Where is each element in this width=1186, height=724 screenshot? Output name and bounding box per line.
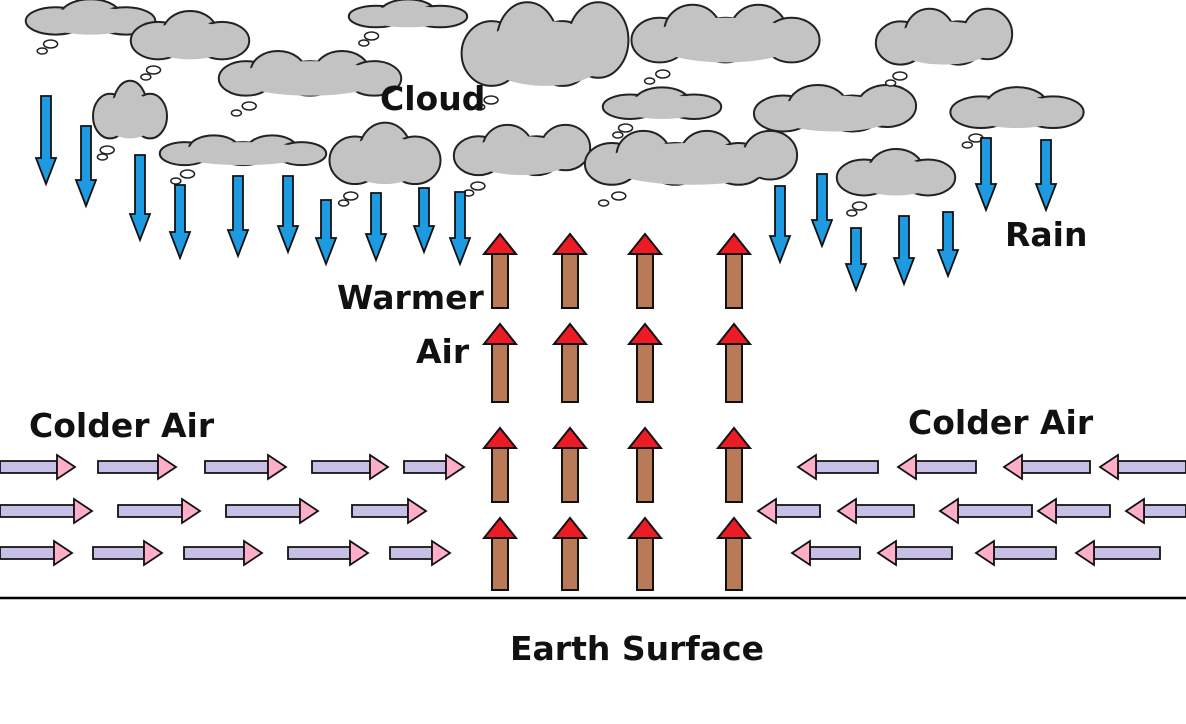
warm-air-arrow-up-icon: [626, 232, 664, 309]
cold-air-arrow-horizontal-icon: [896, 453, 977, 481]
earth-surface-label: Earth Surface: [510, 629, 764, 668]
cloud-icon: [460, 1, 630, 111]
warm-air-arrow-up-icon: [551, 516, 589, 591]
cloud-label: Cloud: [380, 79, 485, 118]
cold-air-arrow-horizontal-icon: [1036, 497, 1111, 525]
cloud-icon: [949, 86, 1085, 149]
warm-air-arrow-up-icon: [551, 426, 589, 503]
cold-air-arrow-horizontal-icon: [389, 539, 452, 567]
cold-air-arrow-horizontal-icon: [1124, 497, 1186, 525]
rain-arrow-down-icon: [226, 175, 250, 259]
cold-air-arrow-horizontal-icon: [0, 453, 77, 481]
rain-arrow-down-icon: [412, 187, 436, 255]
cold-air-arrow-horizontal-icon: [351, 497, 428, 525]
warm-air-arrow-up-icon: [626, 426, 664, 503]
rain-arrow-down-icon: [844, 227, 868, 293]
cold-air-arrow-horizontal-icon: [204, 453, 288, 481]
warm-air-arrow-up-icon: [715, 516, 753, 591]
cold-air-arrow-horizontal-icon: [0, 539, 74, 567]
warm-air-arrow-up-icon: [481, 426, 519, 503]
cold-air-arrow-horizontal-icon: [287, 539, 370, 567]
rain-arrow-down-icon: [448, 191, 472, 267]
rain-arrow-down-icon: [936, 211, 960, 279]
warm-air-arrow-up-icon: [715, 232, 753, 309]
cloud-icon: [217, 50, 403, 117]
warm-air-arrow-up-icon: [481, 516, 519, 591]
colder-air-label-left: Colder Air: [29, 406, 215, 445]
cold-air-arrow-horizontal-icon: [225, 497, 320, 525]
cold-air-arrow-horizontal-icon: [1074, 539, 1161, 567]
rain-arrow-down-icon: [276, 175, 300, 255]
warmer-air-label-line2: Air: [416, 332, 470, 371]
warm-air-arrow-up-icon: [715, 322, 753, 403]
cloud-icon: [835, 148, 957, 217]
cold-air-arrow-horizontal-icon: [183, 539, 264, 567]
rain-arrow-down-icon: [892, 215, 916, 287]
cold-air-arrow-horizontal-icon: [790, 539, 861, 567]
rain-arrow-down-icon: [974, 137, 998, 213]
cloud-icon: [129, 9, 251, 81]
cloud-icon: [752, 84, 918, 153]
cold-air-arrow-horizontal-icon: [1002, 453, 1091, 481]
rain-arrow-down-icon: [168, 184, 192, 261]
rain-arrow-down-icon: [314, 199, 338, 267]
cloud-icon: [874, 7, 1014, 87]
rain-arrow-down-icon: [768, 185, 792, 265]
rain-arrows-group: [34, 95, 1058, 293]
cloud-icon: [347, 0, 469, 47]
warm-air-arrow-up-icon: [626, 516, 664, 591]
cloud-icon: [583, 129, 799, 207]
cloud-icon: [601, 86, 723, 139]
cold-air-arrow-horizontal-icon: [97, 453, 178, 481]
cold-air-arrow-horizontal-icon: [117, 497, 202, 525]
warm-air-arrow-up-icon: [481, 232, 519, 309]
warm-air-arrows-group: [481, 232, 753, 591]
cold-air-arrow-horizontal-icon: [756, 497, 821, 525]
warmer-air-label-line1: Warmer: [337, 278, 485, 317]
rain-arrow-down-icon: [74, 125, 98, 209]
colder-air-label-right: Colder Air: [908, 403, 1094, 442]
cold-air-arrow-horizontal-icon: [974, 539, 1057, 567]
rain-arrow-down-icon: [34, 95, 58, 187]
cold-air-arrow-horizontal-icon: [876, 539, 953, 567]
rain-arrow-down-icon: [1034, 139, 1058, 213]
rain-arrow-down-icon: [810, 173, 834, 249]
cold-air-arrow-horizontal-icon: [0, 497, 94, 525]
clouds-group: [24, 0, 1085, 217]
cloud-icon: [328, 121, 442, 207]
cold-air-arrow-horizontal-icon: [938, 497, 1033, 525]
cloud-icon: [158, 134, 328, 185]
warm-air-arrow-up-icon: [551, 232, 589, 309]
warm-air-arrow-up-icon: [626, 322, 664, 403]
cold-air-arrow-horizontal-icon: [311, 453, 390, 481]
cold-air-arrow-horizontal-icon: [836, 497, 915, 525]
cloud-icon: [452, 123, 592, 197]
cold-air-arrow-horizontal-icon: [1098, 453, 1186, 481]
cold-air-arrows-group: [0, 453, 1186, 567]
rain-arrow-down-icon: [364, 192, 388, 263]
warm-air-arrow-up-icon: [715, 426, 753, 503]
rain-label: Rain: [1005, 215, 1087, 254]
cloud-icon: [24, 0, 157, 55]
warm-air-arrow-up-icon: [551, 322, 589, 403]
cold-air-arrow-horizontal-icon: [403, 453, 466, 481]
cold-air-arrow-horizontal-icon: [92, 539, 164, 567]
cloud-icon: [630, 3, 821, 85]
cloud-icon: [92, 79, 168, 161]
warm-air-arrow-up-icon: [481, 322, 519, 403]
rain-arrow-down-icon: [128, 154, 152, 243]
cold-air-arrow-horizontal-icon: [796, 453, 879, 481]
